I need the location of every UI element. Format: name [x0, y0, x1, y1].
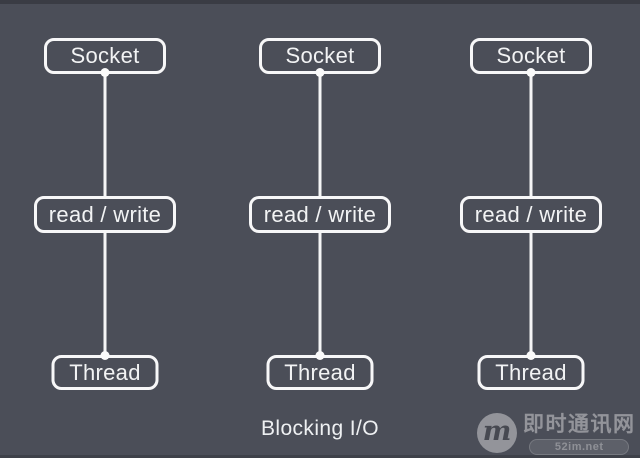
connector-dot-socket [315, 68, 325, 77]
bottom-edge-strip [0, 455, 640, 458]
connector-dot-socket [100, 68, 110, 77]
read-write-node: read / write [460, 196, 602, 233]
read-write-node: read / write [34, 196, 176, 233]
connector-dot-socket [526, 68, 536, 77]
watermark-text-block: 即时通讯网 52im.net [523, 413, 636, 456]
diagram-column-3: Socket read / write Thread [446, 0, 616, 458]
connector-dot-thread [315, 351, 325, 360]
watermark-site-url: 52im.net [529, 439, 630, 456]
read-write-node: read / write [249, 196, 391, 233]
top-edge-strip [0, 0, 640, 4]
thread-node: Thread [266, 355, 374, 390]
watermark-logo-icon: m [477, 413, 517, 453]
watermark-site-name: 即时通讯网 [523, 413, 636, 436]
diagram-column-2: Socket read / write Thread [235, 0, 405, 458]
diagram-column-1: Socket read / write Thread [20, 0, 190, 458]
watermark: m 即时通讯网 52im.net [477, 413, 636, 456]
thread-node: Thread [51, 355, 159, 390]
connector-dot-thread [100, 351, 110, 360]
connector-dot-thread [526, 351, 536, 360]
diagram-caption: Blocking I/O [260, 417, 379, 440]
thread-node: Thread [477, 355, 585, 390]
socket-node: Socket [44, 38, 166, 74]
